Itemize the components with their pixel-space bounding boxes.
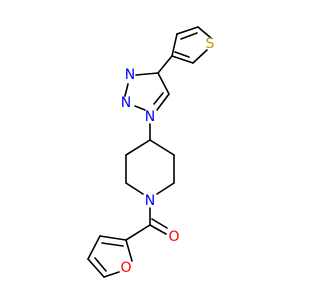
- atom-label-furan-o: O: [120, 260, 131, 276]
- bond: [174, 51, 190, 58]
- bond: [134, 105, 146, 111]
- bond: [87, 258, 105, 278]
- atom-label-triazole-n3: N: [125, 67, 135, 83]
- bond: [149, 224, 167, 235]
- bond: [103, 271, 120, 278]
- triazole-ring: [124, 72, 170, 111]
- bond: [156, 182, 175, 195]
- bond: [135, 72, 159, 76]
- bond: [99, 235, 127, 241]
- molecule-structure-diagram: N N N N O O S: [87, 26, 215, 278]
- atom-label-piperidine-n: N: [145, 193, 155, 209]
- bond: [125, 239, 133, 262]
- bond: [156, 93, 170, 111]
- atom-label-thiophene-s: S: [206, 36, 215, 52]
- bond: [197, 26, 212, 39]
- bond: [157, 55, 173, 74]
- bond: [192, 49, 208, 64]
- bond: [153, 92, 164, 105]
- atom-label-triazole-n1: N: [145, 109, 155, 125]
- bond: [124, 83, 129, 97]
- bond: [125, 139, 151, 156]
- bond: [171, 33, 178, 57]
- atom-label-triazole-n2: N: [121, 95, 131, 111]
- bond: [149, 139, 175, 156]
- bond: [157, 72, 170, 95]
- atom-labels: N N N N O O S: [120, 36, 214, 276]
- furan-ring: [87, 235, 133, 278]
- bond: [125, 182, 144, 195]
- bond: [125, 224, 151, 241]
- atom-label-carbonyl-o: O: [168, 229, 179, 245]
- bond: [151, 218, 168, 229]
- bond: [176, 26, 199, 35]
- bond: [94, 257, 107, 272]
- bond: [87, 235, 101, 260]
- piperidine-ring: [125, 139, 175, 195]
- bond: [171, 55, 194, 64]
- bond: [101, 242, 124, 247]
- thiophene-ring: [171, 26, 212, 64]
- bond: [180, 32, 198, 40]
